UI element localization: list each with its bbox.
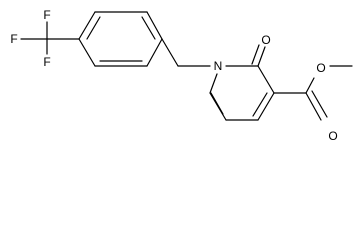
atom-o-carbonyl: O [328,129,337,143]
bond-benzene-1 [78,11,96,40]
bond-c3-c4 [257,92,275,121]
bond-ester-o [305,77,315,94]
molecule-drawing: F F F N O O O [10,8,353,143]
bond-c5-c6 [209,92,227,121]
structure-diagram: F F F N O O O [10,8,353,143]
bond-ester-carbonyl [305,92,322,121]
bond-benzene-inner-2 [141,16,156,40]
bond-benzene-inner-1 [86,16,101,40]
atom-f1: F [43,8,50,22]
atom-f2: F [10,32,17,46]
bond-c2-c3 [257,65,275,94]
bond-benzene-4 [146,38,163,67]
atom-o-ring: O [261,33,270,47]
bond-benzene-3 [146,11,163,40]
bond-c2-o-double [251,44,260,65]
atom-n: N [214,59,223,73]
bond-c2-o [257,46,266,67]
bond-c6-n [209,73,218,94]
bond-ester-carbonyl-double [311,90,328,118]
atom-o-ester: O [316,61,325,75]
bond-c3-c4-double [252,92,268,117]
bond-c5-c6-double [210,92,224,115]
atom-f3: F [43,55,50,69]
bond-ring-ch2 [161,38,179,67]
bond-benzene-6 [78,38,96,67]
